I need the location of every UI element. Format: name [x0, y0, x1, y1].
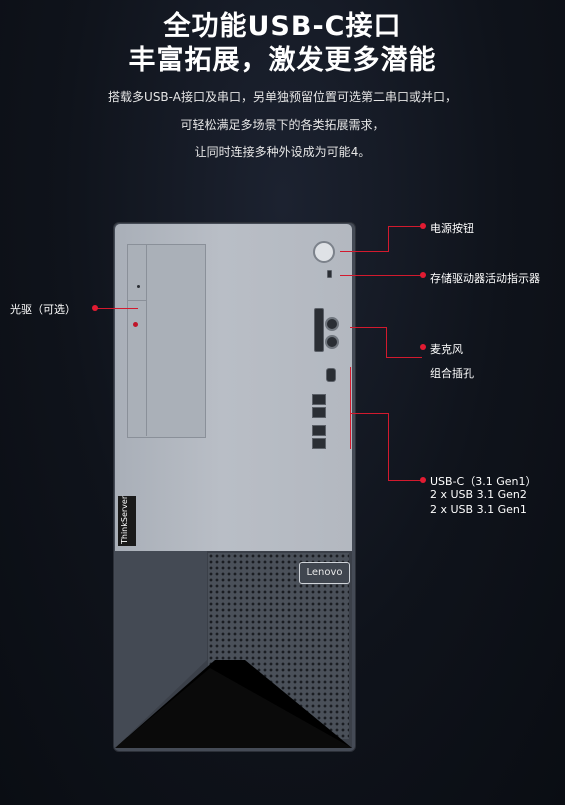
storage-led — [327, 270, 332, 278]
label-usb-a-gen1: 2 x USB 3.1 Gen1 — [430, 503, 527, 516]
callout-bullet-optical — [92, 305, 98, 311]
label-mic: 麦克风 — [430, 343, 463, 356]
label-storage-indicator: 存储驱动器活动指示器 — [430, 272, 540, 285]
lenovo-badge: Lenovo — [299, 562, 350, 584]
footnote-mark: 4。 — [350, 145, 371, 159]
callout-line-usb-h — [350, 413, 388, 414]
optical-eject-indicator — [133, 322, 138, 327]
callout-bullet-audio — [420, 344, 426, 350]
callout-line-optical — [96, 308, 138, 309]
callout-line-power-top — [388, 226, 422, 227]
label-usb-c: USB-C（3.1 Gen1） — [430, 475, 537, 488]
combo-audio-jack[interactable] — [325, 335, 339, 349]
lower-panel-edges — [115, 551, 207, 748]
callout-line-audio-top — [350, 327, 386, 328]
label-usb-a-gen2: 2 x USB 3.1 Gen2 — [430, 488, 527, 501]
usb-a-port-4[interactable] — [312, 438, 326, 449]
label-optical-drive: 光驱（可选） — [10, 303, 76, 316]
usb-a-port-1[interactable] — [312, 394, 326, 405]
callout-bullet-usb — [420, 477, 426, 483]
callout-line-power-h — [340, 251, 389, 252]
callout-line-storage — [340, 275, 422, 276]
heading-line2: 丰富拓展，激发更多潜能 — [128, 45, 437, 76]
description-line1: 搭载多USB-A接口及串口，另单独预留位置可选第二串口或并口， — [108, 90, 457, 104]
lower-triangle-graphic — [115, 660, 352, 748]
power-button[interactable] — [313, 241, 335, 263]
usb-a-port-2[interactable] — [312, 407, 326, 418]
callout-line-usb-v — [350, 367, 351, 449]
description-line2: 可轻松满足多场景下的各类拓展需求， — [180, 118, 385, 132]
callout-line-audio — [386, 357, 422, 358]
callout-line-power-v — [388, 226, 389, 251]
optical-drive-tray — [146, 244, 205, 436]
callout-bullet-storage — [420, 272, 426, 278]
description-line3: 让同时连接多种外设成为可能4。 — [0, 143, 565, 160]
optical-eject-hole — [137, 285, 140, 288]
label-combo-jack: 组合插孔 — [430, 367, 474, 380]
callout-line-usb — [388, 480, 422, 481]
optical-drive-bay — [127, 244, 206, 438]
callout-line-audio-v — [386, 327, 387, 357]
card-reader-slot[interactable] — [314, 308, 324, 352]
heading-line1: 全功能USB-C接口 — [163, 11, 402, 42]
callout-bullet-power — [420, 223, 426, 229]
usb-c-port[interactable] — [326, 368, 336, 382]
mic-jack[interactable] — [325, 317, 339, 331]
usb-a-port-3[interactable] — [312, 425, 326, 436]
description-line3-text: 让同时连接多种外设成为可能 — [194, 145, 351, 159]
thinkserver-logo: ThinkServer — [118, 496, 136, 546]
callout-line-usb-v2 — [388, 413, 389, 481]
label-power-button: 电源按钮 — [430, 222, 474, 235]
optical-drive-divider — [127, 300, 146, 301]
